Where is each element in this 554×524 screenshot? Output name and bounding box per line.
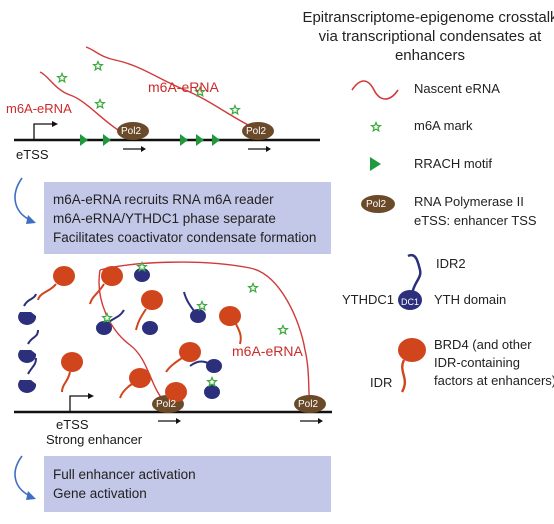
erna-label-left: m6A-eRNA bbox=[6, 101, 72, 116]
legend-ythdc1-label: YTHDC1 bbox=[342, 292, 395, 307]
legend-m6a-label: m6A mark bbox=[414, 118, 473, 133]
pol2-icon bbox=[242, 122, 274, 140]
m6a-mark-icon bbox=[94, 98, 106, 109]
step2-line-1: Full enhancer activation bbox=[53, 467, 196, 482]
legend-dc1-badge: DC1 bbox=[401, 297, 420, 307]
legend-brd4-line-3: factors at enhancers) bbox=[434, 373, 554, 388]
legend-yth-domain-label: YTH domain bbox=[434, 292, 507, 307]
legend-pol2-line-1: RNA Polymerase II bbox=[414, 194, 524, 209]
legend-rrach-label: RRACH motif bbox=[414, 156, 493, 171]
m6a-mark-icon bbox=[278, 324, 288, 335]
legend-ythdc1-icon bbox=[398, 290, 422, 310]
m6a-mark-icon bbox=[56, 72, 68, 83]
legend-brd4-line-1: BRD4 (and other bbox=[434, 337, 532, 352]
pol2-badge: Pol2 bbox=[156, 399, 177, 410]
step2-line-2: Gene activation bbox=[53, 486, 147, 501]
etss-label-top: eTSS bbox=[16, 147, 49, 162]
rrach-motifs bbox=[80, 134, 220, 146]
pol2-icon bbox=[294, 395, 326, 413]
step1-box: m6A-eRNA recruits RNA m6A reader m6A-eRN… bbox=[44, 182, 331, 254]
legend-pol2-line-2: eTSS: enhancer TSS bbox=[414, 213, 537, 228]
legend-pol2-icon bbox=[361, 195, 395, 213]
strong-enhancer-label: Strong enhancer bbox=[46, 432, 143, 447]
pol2-badge: Pol2 bbox=[298, 399, 319, 410]
etss-arrow-icon bbox=[33, 123, 52, 140]
nascent-erna-1 bbox=[39, 71, 119, 131]
m6a-mark-icon bbox=[248, 282, 258, 293]
legend-brd4-line-2: IDR-containing bbox=[434, 355, 520, 370]
legend-idr2-icon bbox=[407, 253, 422, 295]
ythdc1-molecules bbox=[18, 268, 222, 399]
m6a-mark-icon bbox=[230, 104, 240, 115]
legend-brd4-icon bbox=[398, 338, 426, 362]
title-line-2: via transcriptional condensates at enhan… bbox=[318, 28, 542, 64]
legend-idr2-label: IDR2 bbox=[436, 256, 466, 271]
m6a-mark-icon bbox=[92, 60, 104, 71]
condensate-erna bbox=[99, 261, 311, 406]
erna-label-right: m6A-eRNA bbox=[148, 79, 219, 95]
step2-box: Full enhancer activation Gene activation bbox=[44, 456, 331, 512]
pol2-icon bbox=[117, 122, 149, 140]
m6a-mark-icon bbox=[101, 312, 113, 323]
step1-line-3: Facilitates coactivator condensate forma… bbox=[53, 230, 317, 245]
pol2-badge: Pol2 bbox=[246, 126, 267, 137]
nascent-erna-2 bbox=[85, 46, 259, 131]
step1-line-1: m6A-eRNA recruits RNA m6A reader bbox=[53, 192, 274, 207]
brd4-molecules bbox=[37, 266, 242, 402]
legend-m6a-icon bbox=[371, 121, 381, 132]
legend-rrach-icon bbox=[370, 157, 381, 171]
m6a-mark-icon bbox=[197, 300, 207, 311]
pol2-badge: Pol2 bbox=[121, 126, 142, 137]
step1-line-2: m6A-eRNA/YTHDC1 phase separate bbox=[53, 211, 276, 226]
legend-nascent-label: Nascent eRNA bbox=[414, 81, 500, 96]
legend-pol2-badge: Pol2 bbox=[366, 199, 387, 210]
legend-nascent-erna-icon bbox=[351, 80, 399, 100]
step-arrow-1 bbox=[14, 177, 31, 221]
title-line-1: Epitranscriptome-epigenome crosstalk bbox=[302, 9, 554, 26]
erna-label-condensate: m6A-eRNA bbox=[232, 343, 303, 359]
step-arrow-2 bbox=[14, 455, 31, 497]
etss-arrow-icon bbox=[69, 395, 88, 412]
m6a-mark-icon bbox=[207, 376, 217, 387]
legend-idr-label: IDR bbox=[370, 375, 393, 390]
etss-label-bottom: eTSS bbox=[56, 417, 89, 432]
